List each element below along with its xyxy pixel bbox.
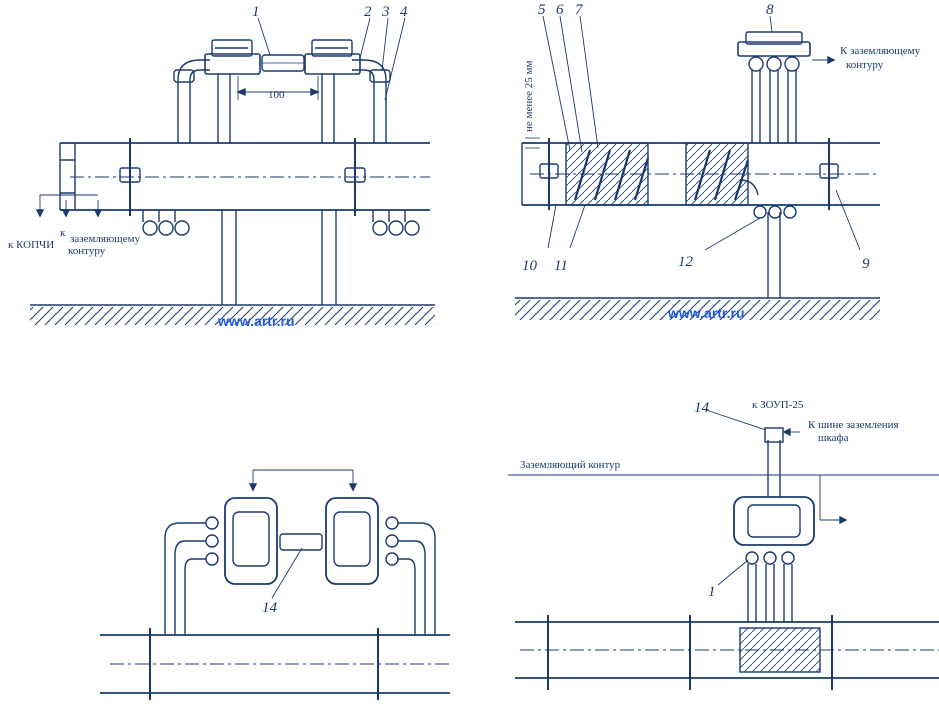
device-4	[733, 427, 848, 622]
ground-hatch	[30, 307, 435, 325]
pipe-4	[515, 615, 939, 690]
label-ground-2: заземляющему	[70, 233, 140, 245]
dimension-100: 100	[236, 76, 320, 101]
insulated-pipe	[521, 138, 880, 210]
devices-3	[224, 497, 379, 585]
figure-4: 14 1 к ЗОУП-25 К шине заземления шкафа З…	[508, 399, 939, 690]
label-ground-loop-1: К заземляющему	[840, 45, 921, 57]
ground-hatch-2	[515, 300, 880, 320]
callout-4: 4	[400, 4, 408, 20]
leader-1b	[717, 559, 749, 586]
connectors-12	[739, 179, 797, 219]
callout-5: 5	[538, 2, 546, 18]
figure-3: 14	[100, 469, 450, 700]
label-min-25: не менее 25 мм	[523, 61, 535, 132]
figure-2: 5 6 7 8 9 10 11 12 не менее 25 мм К зазе…	[515, 2, 921, 321]
label-bus-1: К шине заземления	[808, 419, 899, 431]
fig2-leaders	[542, 15, 861, 251]
pipe-3	[100, 628, 450, 700]
callout-1-side: 1	[708, 584, 716, 600]
spark-gap-devices	[204, 39, 361, 75]
min-25mm	[525, 137, 540, 149]
callout-1: 1	[252, 4, 260, 20]
label-ground-loop: Заземляющий контур	[520, 459, 621, 471]
leader-14	[271, 547, 303, 599]
label-ground-1: к	[60, 227, 66, 239]
label-kochi: к КОПЧИ	[8, 239, 54, 251]
bonding-tubes	[173, 59, 391, 143]
label-zoup: к ЗОУП-25	[752, 399, 804, 411]
callout-9: 9	[862, 256, 870, 272]
callout-2: 2	[364, 4, 372, 20]
figure-1: 100 1 2 3 4 к КОПЧИ к заземляющему	[8, 4, 435, 329]
main-pipe	[59, 138, 430, 216]
label-ground-3: контуру	[68, 245, 106, 257]
dimension-label: 100	[268, 89, 285, 101]
callout-8: 8	[766, 2, 774, 18]
junction-box-8	[737, 31, 836, 143]
callout-12: 12	[678, 254, 694, 270]
watermark-1: www.artr.ru	[217, 313, 295, 329]
leader-14b	[705, 409, 767, 431]
callout-3: 3	[381, 4, 390, 20]
callout-14: 14	[262, 600, 278, 616]
ground-arrows	[35, 194, 103, 218]
bundles-3	[164, 516, 436, 635]
callout-7: 7	[575, 2, 584, 18]
callout-10: 10	[522, 258, 538, 274]
cable-connectors	[142, 210, 420, 236]
label-bus-2: шкафа	[818, 432, 849, 444]
callout-11: 11	[554, 258, 568, 274]
label-ground-loop-2: контуру	[846, 59, 884, 71]
fig1-leaders	[257, 17, 406, 101]
watermark-2: www.artr.ru	[667, 305, 745, 321]
callout-14-top: 14	[694, 400, 710, 416]
callout-6: 6	[556, 2, 564, 18]
